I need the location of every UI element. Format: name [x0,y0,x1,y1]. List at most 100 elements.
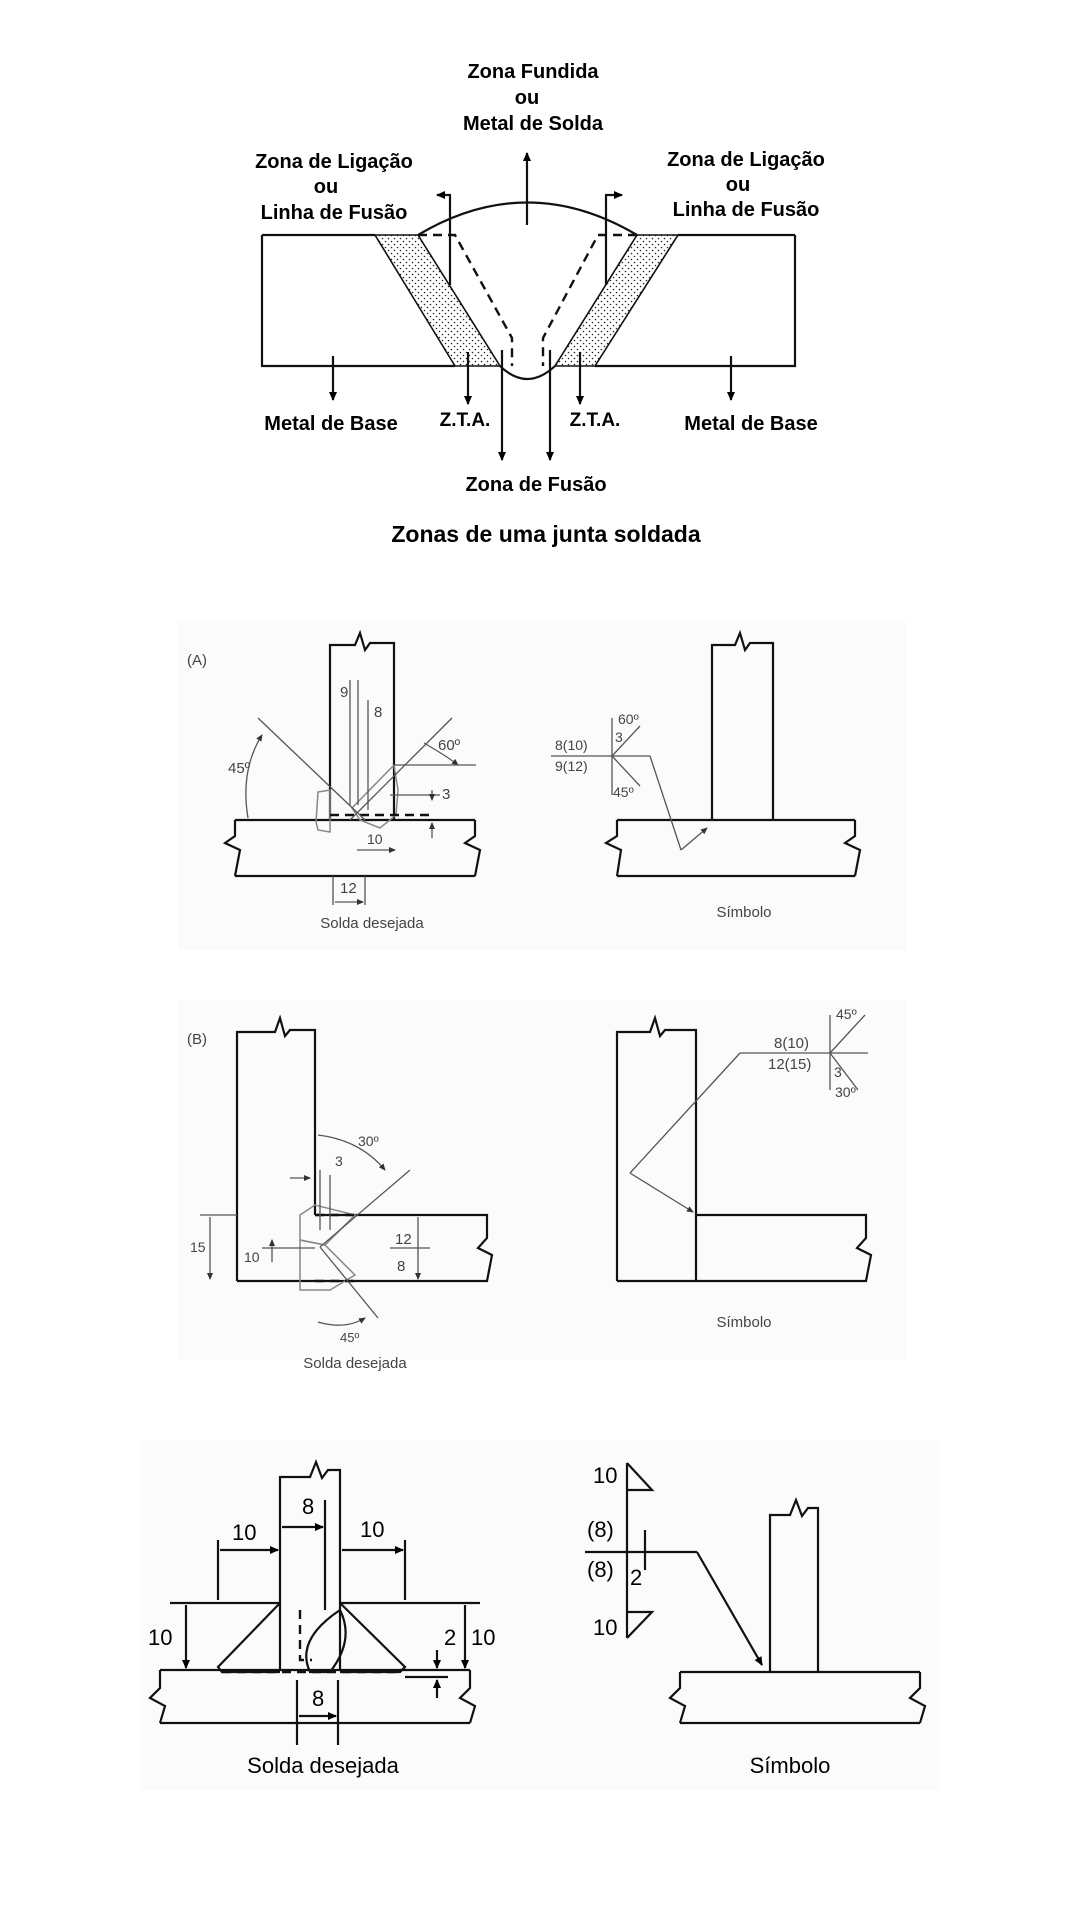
bond-zone-right-1: Zona de Ligação [667,149,825,171]
figB-dim-15: 15 [190,1239,206,1255]
figC-sym-8-bottom-text: (8) [587,1557,614,1582]
figure-b-tag: (B) [187,1031,207,1048]
figB-30-arc [317,1134,386,1171]
figure-a-tag: (A) [187,652,207,669]
figure-caption: Zonas de uma junta soldada [391,521,700,547]
base-metal-left-label: Metal de Base [264,413,397,435]
figB-dim-3: 3 [335,1153,343,1169]
figC-caption-left: Solda desejada [247,1753,399,1778]
figB-sym-vertical-plate [615,1014,698,1281]
figC-dim-2-text: 2 [444,1625,456,1650]
figB-caption-right: Símbolo [716,1314,771,1331]
figC-sym-leader [696,1551,763,1666]
figA-sym-45 [611,755,641,787]
figure-b-background [178,1000,906,1360]
figA-sym-bottom-text: 9(12) [555,758,588,774]
figC-sym-fillet-top [626,1462,655,1492]
figB-sym-horizontal-plate [617,1213,873,1283]
haz-region-right [553,234,680,367]
figC-groove-dashed [222,1610,400,1674]
figA-sym-leader [649,755,682,851]
bond-zone-left-2: ou [314,176,338,198]
figA-60-line [349,717,453,821]
fused-zone-label-3: Metal de Solda [463,113,604,135]
figC-sym-base-plate [668,1670,927,1725]
figure-c-background [140,1440,940,1790]
bond-zone-left-1: Zona de Ligação [255,151,413,173]
figA-sym-45-text: 45º [613,784,634,800]
figB-dim-8: 8 [397,1258,405,1275]
figB-sym-45-text: 45º [836,1006,857,1022]
figA-weld-left [315,789,331,833]
figC-fillet-right [339,1602,407,1674]
figB-sym-30-text: 30º [835,1084,856,1100]
figA-45-line [257,717,366,821]
figC-caption-right: Símbolo [750,1753,831,1778]
arrow-fusion-line-right [604,191,623,285]
weld-root [499,365,556,380]
fused-zone-label-1: Zona Fundida [467,61,599,83]
figA-sym-arrow [680,827,708,851]
figC-base-plate [148,1668,477,1725]
figB-weld-bottom [299,1239,357,1291]
figC-dim-8-bottom-text: 8 [312,1686,324,1711]
figC-penetration [305,1608,347,1674]
figC-dim-8-top-text: 8 [302,1494,314,1519]
figC-sym-2-text: 2 [630,1565,642,1590]
figB-vertical-plate [235,1014,317,1281]
figA-sym-60 [611,725,641,757]
haz-region-left [373,234,502,367]
figA-dim-9: 9 [340,684,348,701]
figB-30-line [319,1169,411,1248]
figB-sym-3-text: 3 [834,1064,842,1080]
figure-a-background [178,620,906,950]
figB-sym-30 [829,1052,859,1091]
figA-dim-8: 8 [374,704,382,721]
figB-angle-30: 30º [358,1133,379,1149]
figA-dim-10: 10 [367,831,383,847]
figC-dim-10-right-text: 10 [360,1517,384,1542]
figA-sym-stem [710,629,775,820]
figC-sym-fillet-bottom [626,1610,655,1639]
figC-fillet-left [216,1602,281,1674]
figC-stem [278,1458,342,1670]
zta-right-label: Z.T.A. [570,410,621,431]
figB-caption-left: Solda desejada [303,1355,407,1372]
figB-sym-leader [629,1052,741,1174]
figA-dim-12: 12 [340,880,357,897]
fusion-zone-label: Zona de Fusão [465,474,606,496]
figB-sym-bottom-text: 12(15) [768,1056,811,1073]
figC-sym-stem [768,1496,820,1672]
figA-sym-base-plate [603,818,862,878]
figA-60-arc [423,742,459,766]
figA-stem [328,629,396,820]
figA-angle-45: 45º [228,760,251,777]
figC-sym-10-top-text: 10 [593,1463,617,1488]
figB-dim-10: 10 [244,1249,260,1265]
zta-left-label: Z.T.A. [440,410,491,431]
figA-caption-left: Solda desejada [320,915,424,932]
fused-zone-label-2: ou [515,87,539,109]
figB-sym-45 [829,1014,866,1054]
figure-c: 8 10 10 10 10 2 8 Solda desejada 10 (8) … [140,1440,940,1790]
arrow-fusion-line-left [436,191,452,285]
figure-b: (B) 30º 3 15 10 12 8 45º Solda desejada [178,1000,906,1372]
figC-dim-10-vright-text: 10 [471,1625,495,1650]
base-plate-right [595,233,797,368]
figA-base-plate [222,818,482,878]
figA-45-arc [245,734,263,819]
figB-angle-45: 45º [340,1330,359,1345]
figA-caption-right: Símbolo [716,904,771,921]
figA-sym-3-text: 3 [615,729,623,745]
bond-zone-left-3: Linha de Fusão [261,202,408,224]
figA-dim-3: 3 [442,786,450,803]
figB-45-arc [317,1317,366,1326]
bond-zone-right-2: ou [726,174,750,196]
figC-dim-10-left-text: 10 [232,1520,256,1545]
figA-sym-top-text: 8(10) [555,737,588,753]
bond-zone-right-3: Linha de Fusão [673,199,820,221]
figB-dim-12: 12 [395,1231,412,1248]
figB-45-line [319,1246,379,1319]
weld-zones-figure: Zona Fundida ou Metal de Solda Zona de L… [255,61,825,547]
